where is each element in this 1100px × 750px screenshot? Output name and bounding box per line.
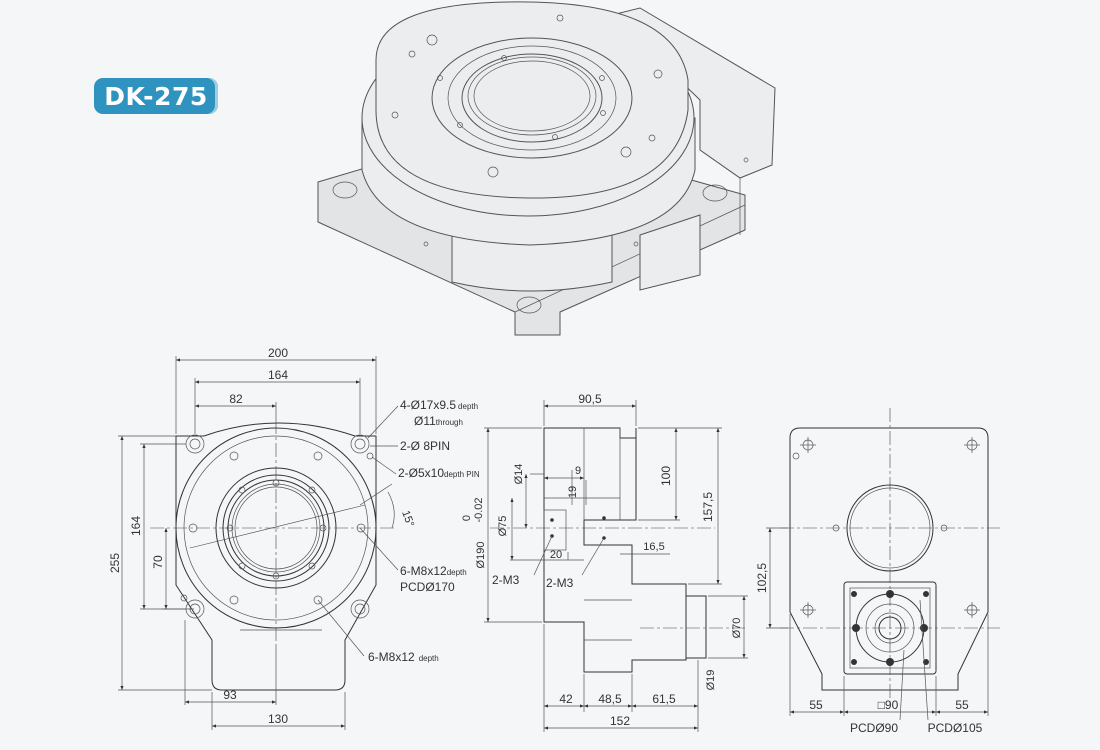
note-angle: 15°	[399, 509, 416, 529]
dim-19: 19	[567, 486, 579, 498]
dim-102-5: 102,5	[755, 563, 769, 593]
dim-d14: Ø14	[513, 464, 525, 485]
note-pin8: 2-Ø 8PIN	[400, 439, 450, 453]
dim-100: 100	[659, 466, 673, 486]
dim-sq90: □90	[878, 698, 899, 712]
dim-93: 93	[223, 688, 237, 702]
dim-tol: -0.02	[473, 497, 485, 522]
dim-d70: Ø70	[731, 618, 743, 639]
dim-130: 130	[268, 712, 288, 726]
dim-61-5: 61,5	[652, 692, 676, 706]
dim-d190: Ø190	[475, 542, 487, 569]
dim-m3a: 2-M3	[492, 573, 520, 587]
dim-pcd90: PCDØ90	[850, 721, 898, 735]
note-pin5: 2-Ø5x10depth PIN	[398, 466, 480, 480]
dim-70: 70	[151, 555, 165, 569]
dim-20: 20	[550, 549, 562, 561]
note-m8a: 6-M8x12depth	[400, 564, 467, 578]
dim-255: 255	[108, 553, 122, 573]
dim-48-5: 48,5	[598, 692, 622, 706]
dim-90-5: 90,5	[578, 392, 602, 406]
dim-55a: 55	[809, 698, 823, 712]
dim-d19b: Ø19	[705, 670, 717, 691]
isometric-view	[317, 1, 776, 336]
note-through: Ø11through	[414, 414, 463, 428]
dim-164: 164	[268, 368, 288, 382]
dim-pcd105: PCDØ105	[928, 721, 983, 735]
dim-m3b: 2-M3	[546, 576, 574, 590]
dim-152: 152	[610, 714, 630, 728]
dim-d75: Ø75	[497, 516, 509, 537]
dim-zero: 0	[461, 515, 473, 521]
dim-82: 82	[229, 392, 243, 406]
dim-55b: 55	[955, 698, 969, 712]
dim-200: 200	[268, 346, 288, 360]
note-pcd170: PCDØ170	[400, 580, 455, 594]
dim-9: 9	[575, 465, 581, 477]
side-view: 90,5 100 157,5 Ø14 9 19 0 -0.02 Ø190 Ø75…	[461, 392, 748, 732]
dim-164-v: 164	[129, 516, 143, 536]
model-badge: DK-275	[94, 78, 218, 114]
dim-16-5: 16,5	[643, 541, 664, 553]
dim-42: 42	[559, 692, 573, 706]
dim-157-5: 157,5	[701, 492, 715, 522]
back-view: 102,5 55 □90 55 PCDØ90 PCDØ105	[755, 408, 1000, 735]
